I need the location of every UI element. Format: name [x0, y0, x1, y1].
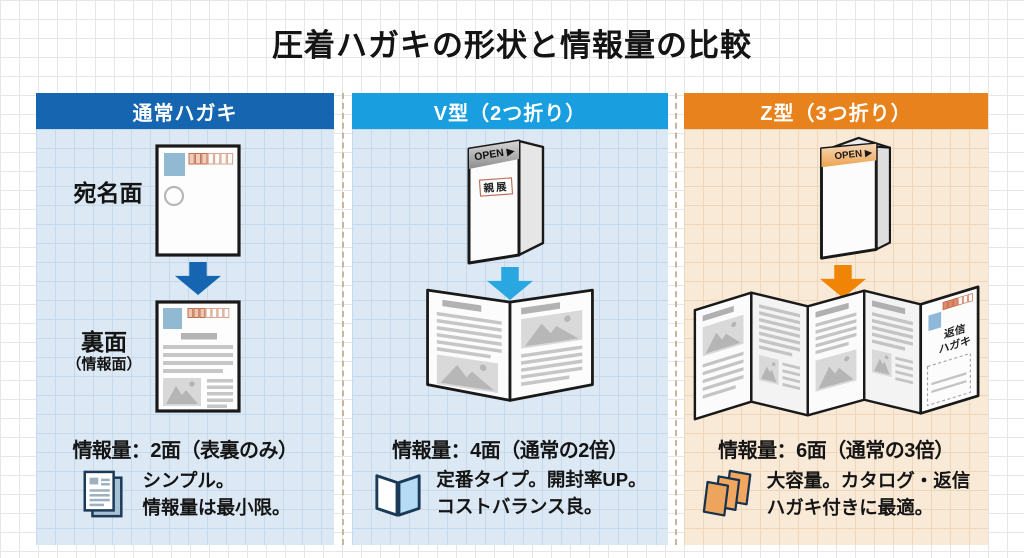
sealed-stamp-label: 親展 — [483, 180, 509, 195]
description-row: 大容量。カタログ・返信 ハガキ付きに最適。 — [684, 467, 988, 523]
page-title: 圧着ハガキの形状と情報量の比較 — [272, 28, 752, 63]
address-side-postcard-illustration — [155, 144, 241, 257]
stamp-square — [163, 308, 182, 329]
info-amount-text: 情報量：4面（通常の2倍） — [392, 440, 628, 462]
description-text: 定番タイプ。開封率UP。 コストバランス良。 — [436, 469, 647, 517]
z-accordion-illustration: 返信 ハガキ — [693, 285, 980, 421]
info-amount-text: 情報量：2面（表裏のみ） — [72, 440, 298, 462]
postal-code-boxes — [942, 292, 973, 311]
open-tab-label: OPEN ▶ — [834, 147, 873, 162]
description-row: シンプル。 情報量は最小限。 — [36, 467, 334, 523]
description-text: シンプル。 情報量は最小限。 — [142, 470, 291, 518]
right-page-content — [521, 302, 583, 386]
header-v-fold: V型（2つ折り） — [352, 93, 668, 129]
info-side-label: 裏面 （情報面） — [66, 329, 142, 374]
column-z-fold: Z型（3つ折り） OPEN ▶ — [684, 93, 988, 545]
sealed-stamp: 親展 — [478, 177, 514, 197]
column-z-fold-body: OPEN ▶ — [684, 129, 988, 545]
postal-code-boxes — [187, 308, 230, 318]
column-divider — [342, 93, 344, 545]
document-pages-icon — [84, 470, 124, 518]
stacked-sheets-icon — [702, 469, 752, 517]
z-closed-card-illustration: OPEN ▶ — [820, 136, 892, 260]
description-text: 大容量。カタログ・返信 ハガキ付きに最適。 — [766, 470, 971, 518]
down-arrow-icon — [175, 262, 221, 295]
column-normal-postcard: 通常ハガキ 宛名面 — [36, 93, 334, 545]
column-v-fold-body: OPEN ▶ 親展 — [352, 129, 668, 545]
column-v-fold: V型（2つ折り） OPEN ▶ 親展 — [352, 93, 668, 545]
stamp-square — [164, 153, 185, 176]
info-side-postcard-illustration — [155, 300, 241, 413]
description-row: 定番タイプ。開封率UP。 コストバランス良。 — [352, 467, 668, 521]
stamp-square — [928, 311, 942, 332]
image-placeholder — [163, 378, 201, 406]
open-book-icon — [375, 474, 422, 517]
header-z-fold: Z型（3つ折り） — [684, 93, 988, 129]
postal-code-boxes — [188, 153, 234, 165]
postmark-circle — [163, 185, 185, 207]
v-open-booklet-illustration — [426, 288, 594, 402]
address-side-label: 宛名面 — [73, 180, 143, 206]
column-normal-body: 宛名面 裏面 （情報面） — [36, 129, 334, 545]
left-page-content — [436, 299, 502, 394]
v-closed-card-illustration: OPEN ▶ 親展 — [467, 139, 545, 265]
header-normal-postcard: 通常ハガキ — [36, 93, 334, 129]
info-amount-text: 情報量：6面（通常の3倍） — [718, 440, 954, 462]
column-divider — [675, 93, 677, 545]
